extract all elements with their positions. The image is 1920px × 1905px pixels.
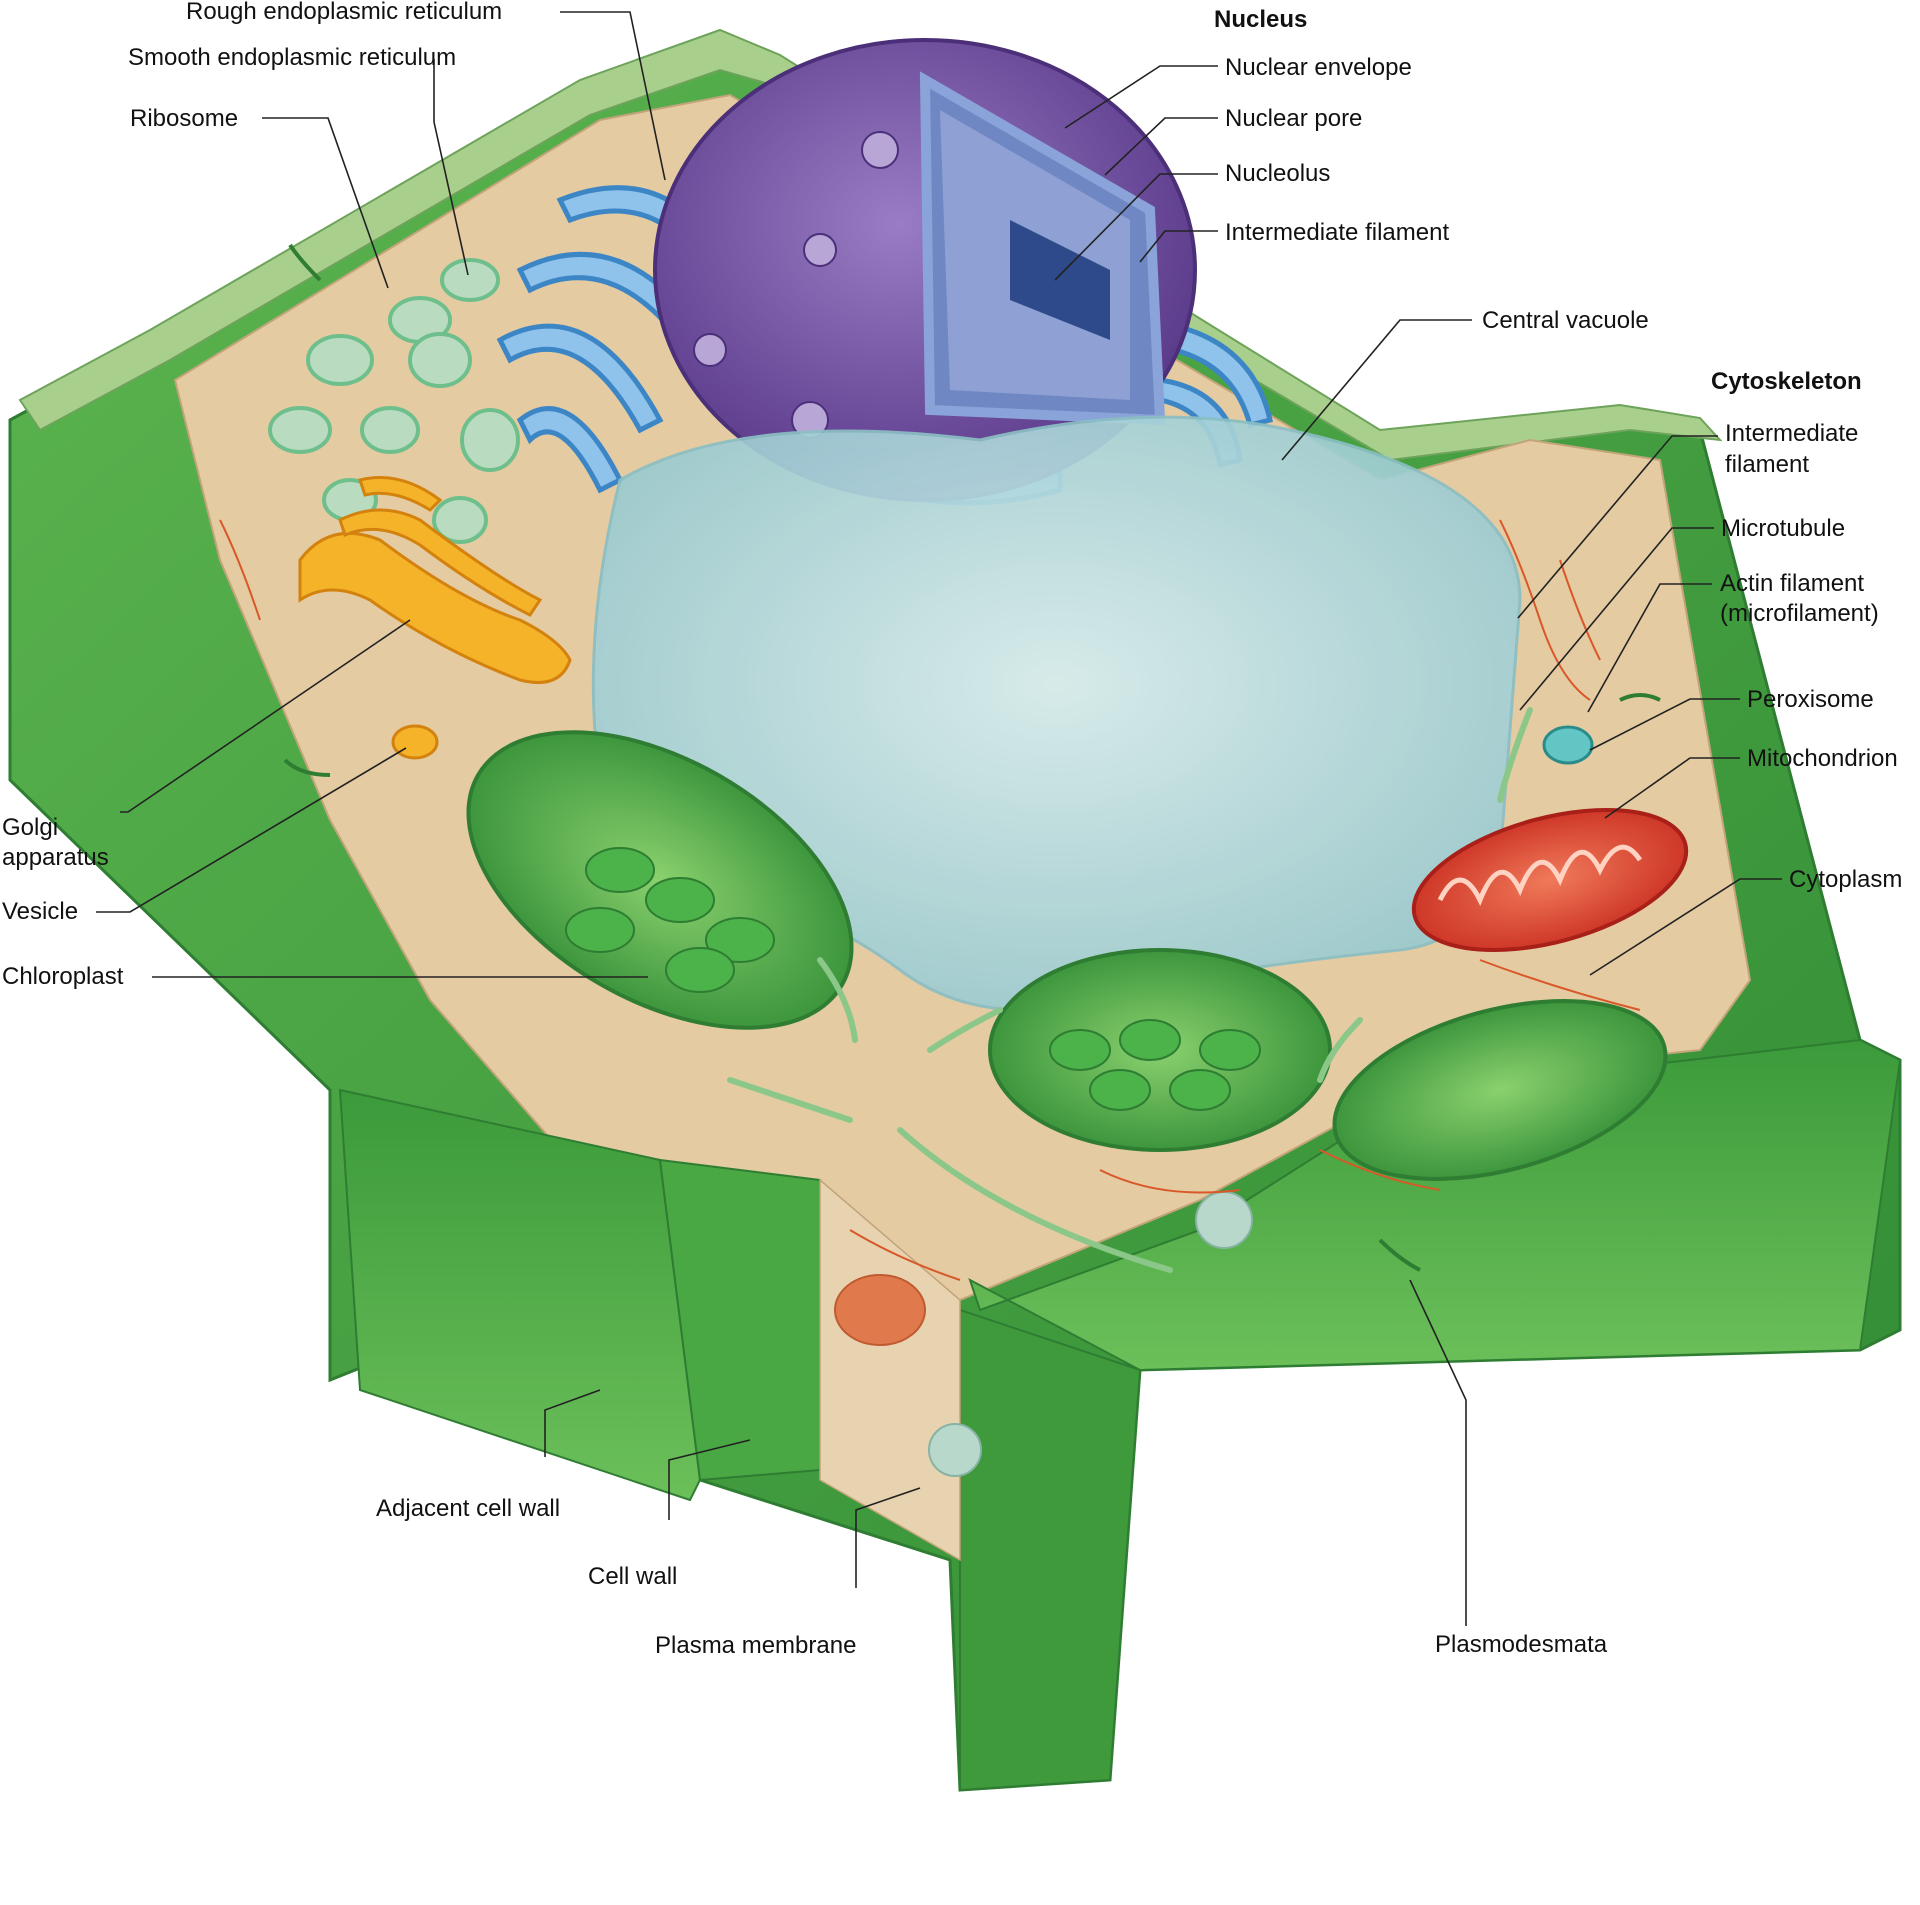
nucleus bbox=[653, 38, 1197, 502]
cell-wall-front-left bbox=[338, 1088, 702, 1502]
label-mitochondrion: Mitochondrion bbox=[1747, 745, 1898, 772]
label-microtubule: Microtubule bbox=[1721, 515, 1846, 542]
plasmodesmata-channels bbox=[283, 243, 1661, 1272]
label-adjacent-cell-wall: Adjacent cell wall bbox=[376, 1495, 561, 1522]
label-smooth-er: Smooth endoplasmic reticulum bbox=[128, 44, 457, 71]
microtubules bbox=[727, 707, 1533, 1273]
label-central-vacuole: Central vacuole bbox=[1482, 307, 1649, 334]
vesicle bbox=[391, 724, 439, 760]
label-intermediate-filament-line2: filament bbox=[1725, 451, 1810, 478]
golgi-apparatus bbox=[298, 476, 572, 684]
label-nucleolus: Nucleolus bbox=[1225, 160, 1331, 187]
inner-floor bbox=[819, 1178, 961, 1562]
label-plasma-membrane: Plasma membrane bbox=[655, 1632, 857, 1659]
actin-filaments bbox=[219, 519, 1641, 1281]
label-nuclear-envelope: Nuclear envelope bbox=[1225, 54, 1412, 81]
label-ribosome: Ribosome bbox=[130, 105, 239, 132]
vesicle-small-1 bbox=[1195, 1191, 1253, 1249]
cell-wall-front-center bbox=[959, 1308, 1142, 1792]
heading-nucleus: Nucleus bbox=[1214, 6, 1308, 33]
label-actin-line2: (microfilament) bbox=[1720, 600, 1879, 627]
label-chloroplast: Chloroplast bbox=[2, 963, 124, 990]
label-cell-wall: Cell wall bbox=[588, 1563, 678, 1590]
chloroplast-main bbox=[466, 730, 854, 1030]
mitochondrion bbox=[1411, 808, 1689, 952]
label-vesicle: Vesicle bbox=[2, 898, 79, 925]
nucleolus bbox=[1010, 220, 1110, 340]
nuclear-pores bbox=[693, 131, 899, 439]
label-cytoplasm: Cytoplasm bbox=[1789, 866, 1903, 893]
chloroplast-center bbox=[988, 948, 1332, 1152]
label-peroxisome: Peroxisome bbox=[1747, 686, 1874, 713]
label-rough-er: Rough endoplasmic reticulum bbox=[186, 0, 503, 25]
label-nuclear-pore: Nuclear pore bbox=[1225, 105, 1363, 132]
cell-wall-front-right bbox=[968, 1038, 1902, 1372]
leader-lines bbox=[96, 11, 1782, 1626]
label-golgi-line2: apparatus bbox=[2, 844, 109, 871]
chloroplast-right bbox=[1332, 999, 1668, 1181]
peroxisome bbox=[1542, 725, 1594, 765]
label-plasmodesmata: Plasmodesmata bbox=[1435, 1631, 1608, 1658]
label-actin-line1: Actin filament bbox=[1720, 570, 1865, 597]
organelle-orange bbox=[834, 1274, 926, 1346]
vesicle-small-2 bbox=[928, 1423, 982, 1477]
label-intermediate-filament-line1: Intermediate bbox=[1725, 420, 1859, 447]
smooth-er bbox=[268, 258, 520, 544]
label-intermediate-filament-nucleus: Intermediate filament bbox=[1225, 219, 1450, 246]
heading-cytoskeleton: Cytoskeleton bbox=[1711, 368, 1862, 395]
label-golgi-line1: Golgi bbox=[2, 814, 59, 841]
